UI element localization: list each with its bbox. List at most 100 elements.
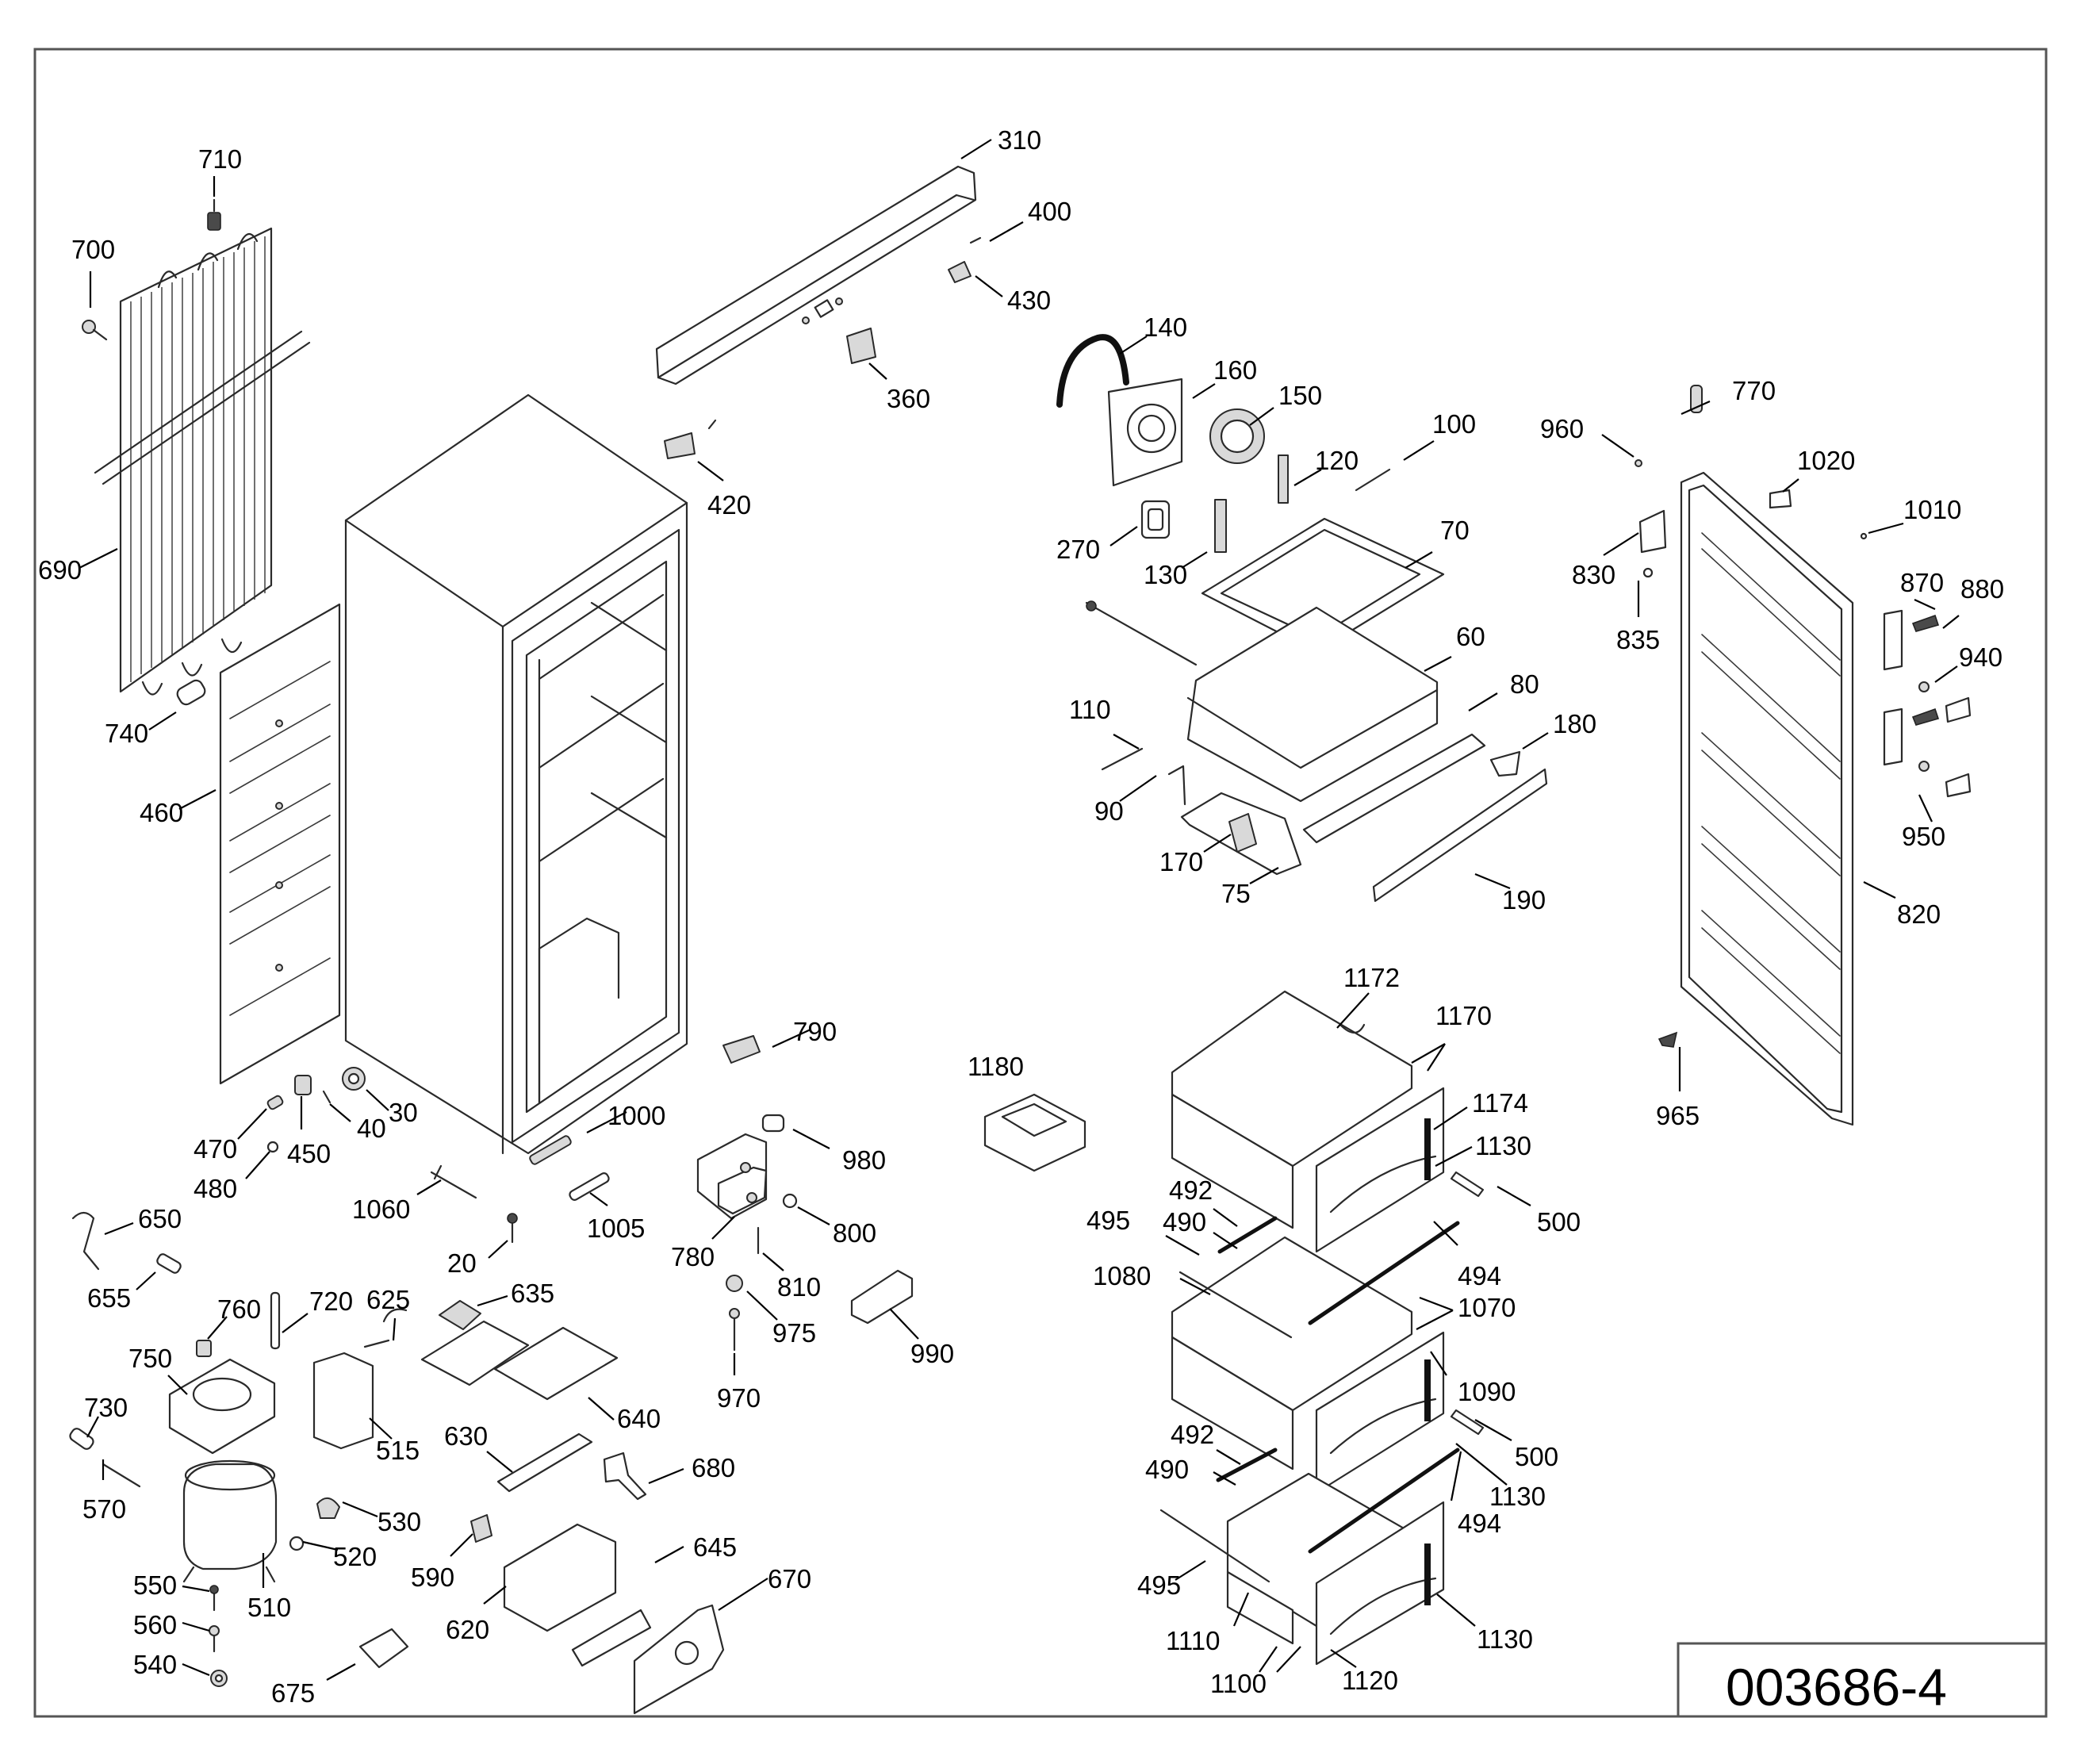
callout-760: 760	[217, 1294, 261, 1324]
callout-90: 90	[1094, 796, 1124, 826]
fan-duct-parts	[1056, 334, 1391, 553]
screw-700	[82, 320, 108, 341]
callout-1130-b: 1130	[1489, 1482, 1546, 1511]
callout-labels: 710 700 690 740 460 470 450 480 40 30 31…	[38, 125, 2004, 1708]
callout-400: 400	[1028, 197, 1071, 226]
callout-630: 630	[444, 1421, 488, 1451]
document-number-box: 003686-4	[1677, 1642, 2046, 1716]
callout-780: 780	[671, 1242, 715, 1271]
compressor-base-750	[168, 1358, 276, 1455]
callout-700: 700	[71, 235, 115, 264]
callout-690: 690	[38, 555, 82, 585]
callout-620: 620	[446, 1615, 489, 1644]
callout-655: 655	[87, 1283, 131, 1313]
callout-480: 480	[194, 1174, 237, 1203]
callout-110: 110	[1069, 695, 1111, 724]
callout-492-a: 492	[1169, 1175, 1213, 1205]
callout-490-b: 490	[1145, 1455, 1189, 1484]
callout-560: 560	[133, 1610, 177, 1639]
callout-270: 270	[1056, 535, 1100, 564]
callout-1120: 1120	[1342, 1666, 1398, 1695]
callout-590: 590	[411, 1563, 454, 1592]
compressor-accessories	[69, 1211, 340, 1687]
small-parts-470-480-450-40-30	[266, 1067, 366, 1153]
callout-670: 670	[768, 1564, 811, 1593]
callout-635: 635	[511, 1279, 554, 1308]
callout-360: 360	[887, 384, 930, 413]
cabinet	[344, 393, 688, 1155]
callout-1170: 1170	[1435, 1001, 1492, 1030]
top-control-panel	[655, 165, 977, 385]
callout-570: 570	[82, 1494, 126, 1524]
callout-975: 975	[772, 1318, 816, 1348]
condenser-grid	[94, 227, 311, 696]
callout-120: 120	[1315, 446, 1359, 475]
callout-790: 790	[793, 1017, 837, 1046]
callout-495-b: 495	[1137, 1570, 1181, 1600]
callout-160: 160	[1213, 355, 1257, 385]
callout-830: 830	[1572, 560, 1615, 589]
callout-80: 80	[1510, 669, 1539, 699]
callout-1080: 1080	[1093, 1261, 1151, 1290]
callout-140: 140	[1144, 313, 1187, 342]
callout-1174: 1174	[1472, 1088, 1528, 1118]
callout-130: 130	[1144, 560, 1187, 589]
panel-small-parts	[664, 236, 982, 459]
callout-492-b: 492	[1171, 1420, 1214, 1449]
callout-550: 550	[133, 1570, 177, 1600]
callout-870: 870	[1900, 568, 1944, 597]
callout-940: 940	[1959, 642, 2002, 672]
callout-1070: 1070	[1458, 1293, 1516, 1322]
callout-60: 60	[1456, 622, 1485, 651]
compressor-510	[182, 1459, 278, 1583]
callout-450: 450	[287, 1139, 331, 1168]
callout-1005: 1005	[587, 1214, 645, 1243]
callout-510: 510	[247, 1593, 291, 1622]
cabinet-foot-parts	[430, 1135, 610, 1244]
callout-75: 75	[1221, 879, 1251, 908]
callout-645: 645	[693, 1532, 737, 1562]
callout-750: 750	[128, 1344, 172, 1373]
callout-950: 950	[1902, 822, 1945, 851]
leader-lines	[79, 139, 1960, 1681]
callout-500-a: 500	[1537, 1207, 1581, 1237]
callout-810: 810	[777, 1272, 821, 1302]
drawer-top	[1171, 990, 1445, 1253]
callout-1090: 1090	[1458, 1377, 1516, 1406]
callout-835: 835	[1616, 625, 1660, 654]
document-number: 003686-4	[1726, 1658, 1947, 1716]
callout-310: 310	[998, 125, 1041, 155]
callout-1130-c: 1130	[1477, 1624, 1533, 1654]
callout-740: 740	[105, 719, 148, 748]
callout-1110: 1110	[1166, 1626, 1221, 1655]
callout-960: 960	[1540, 414, 1584, 443]
callout-520: 520	[333, 1542, 377, 1571]
callout-990: 990	[910, 1339, 954, 1368]
callout-880: 880	[1960, 574, 2004, 604]
callout-490-a: 490	[1163, 1207, 1206, 1237]
callout-640: 640	[617, 1404, 661, 1433]
drawer-rails	[1159, 1171, 1485, 1583]
callout-730: 730	[84, 1393, 128, 1422]
callout-680: 680	[692, 1453, 735, 1482]
drawer-front-parts-75-80-180-190	[1101, 733, 1548, 903]
callout-500-b: 500	[1515, 1442, 1558, 1471]
callout-820: 820	[1897, 899, 1941, 929]
callout-100: 100	[1432, 409, 1476, 439]
callout-540: 540	[133, 1650, 177, 1679]
callout-1020: 1020	[1797, 446, 1855, 475]
callout-460: 460	[140, 798, 183, 827]
drawer-bottom	[1226, 1472, 1445, 1666]
callout-495-a: 495	[1086, 1206, 1130, 1235]
callout-1180: 1180	[968, 1052, 1024, 1081]
callout-30: 30	[389, 1098, 418, 1127]
diagram-frame	[33, 48, 2048, 1718]
callout-70: 70	[1440, 516, 1470, 545]
callout-970: 970	[717, 1383, 761, 1413]
callout-494-a: 494	[1458, 1261, 1501, 1290]
callout-720: 720	[309, 1287, 353, 1316]
callout-650: 650	[138, 1204, 182, 1233]
callout-40: 40	[357, 1114, 386, 1143]
drawer-middle	[1171, 1236, 1445, 1494]
callout-675: 675	[271, 1678, 315, 1708]
